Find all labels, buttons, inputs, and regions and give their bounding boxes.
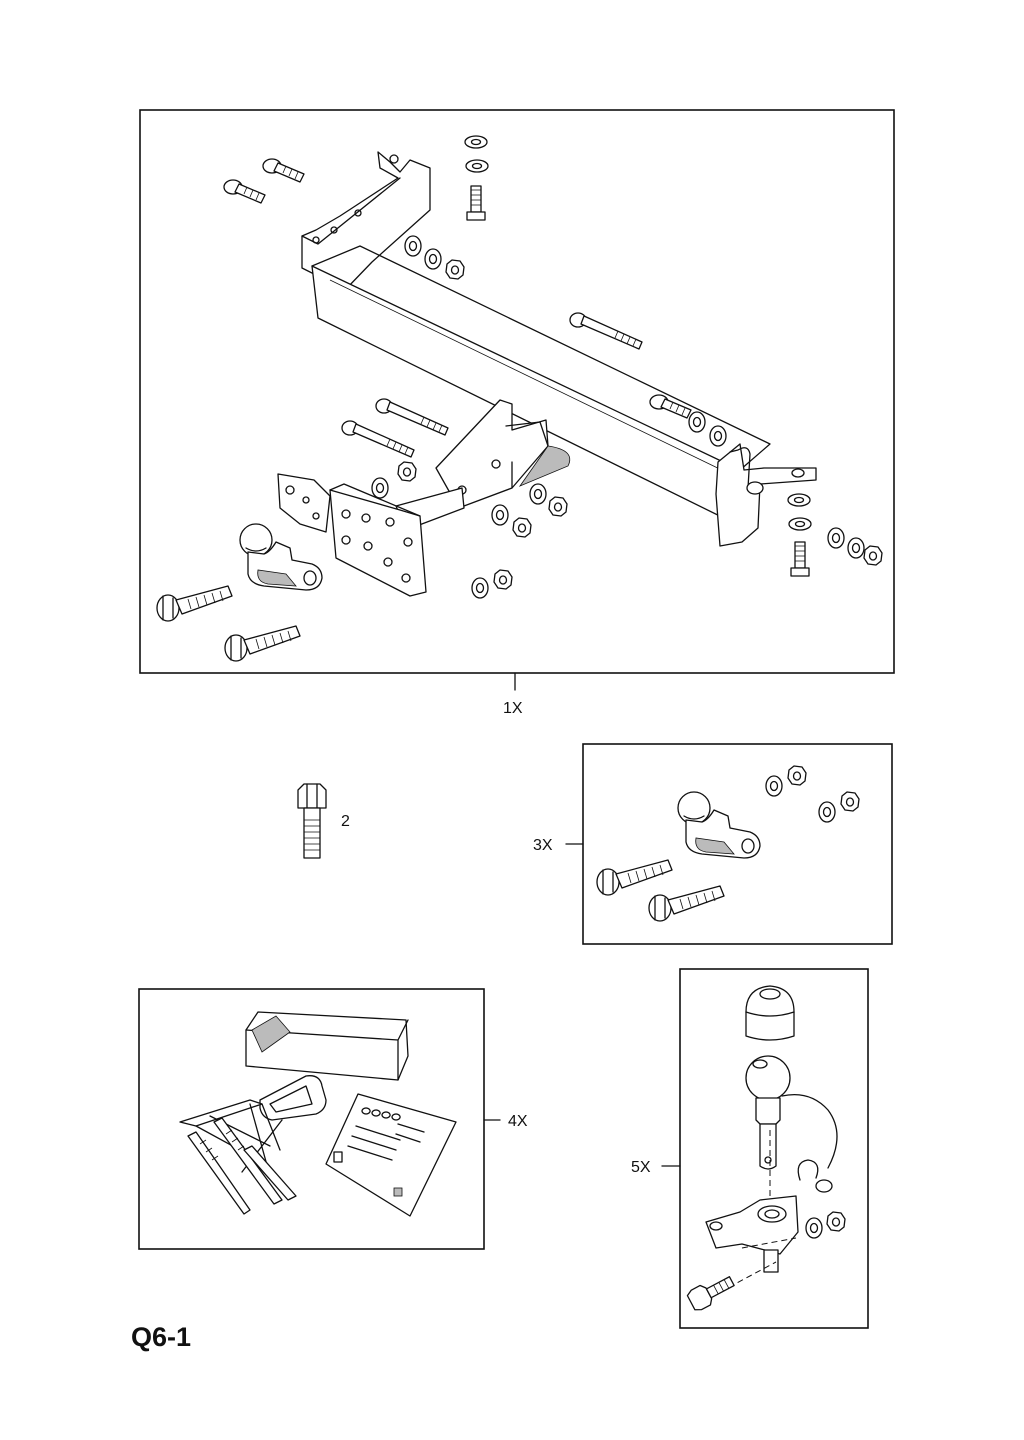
panel-detachable-ball-kit — [679, 968, 869, 1329]
callout-4-label: 4X — [508, 1113, 528, 1130]
callout-3-label: 3X — [533, 837, 553, 854]
panel4-parts — [179, 1011, 457, 1217]
item-2-bolt — [297, 783, 327, 859]
page-code: Q6-1 — [131, 1322, 191, 1352]
panel3-parts — [596, 765, 860, 922]
callout-1-label: 1X — [503, 700, 523, 717]
towbar-crossbeam-illustration — [239, 151, 817, 597]
callout-2-label: 2 — [341, 813, 350, 830]
panel5-parts — [686, 985, 846, 1311]
panel-accessory-kit — [138, 988, 485, 1250]
panel-towbar-kit — [139, 109, 895, 674]
callout-5-label: 5X — [631, 1159, 651, 1176]
